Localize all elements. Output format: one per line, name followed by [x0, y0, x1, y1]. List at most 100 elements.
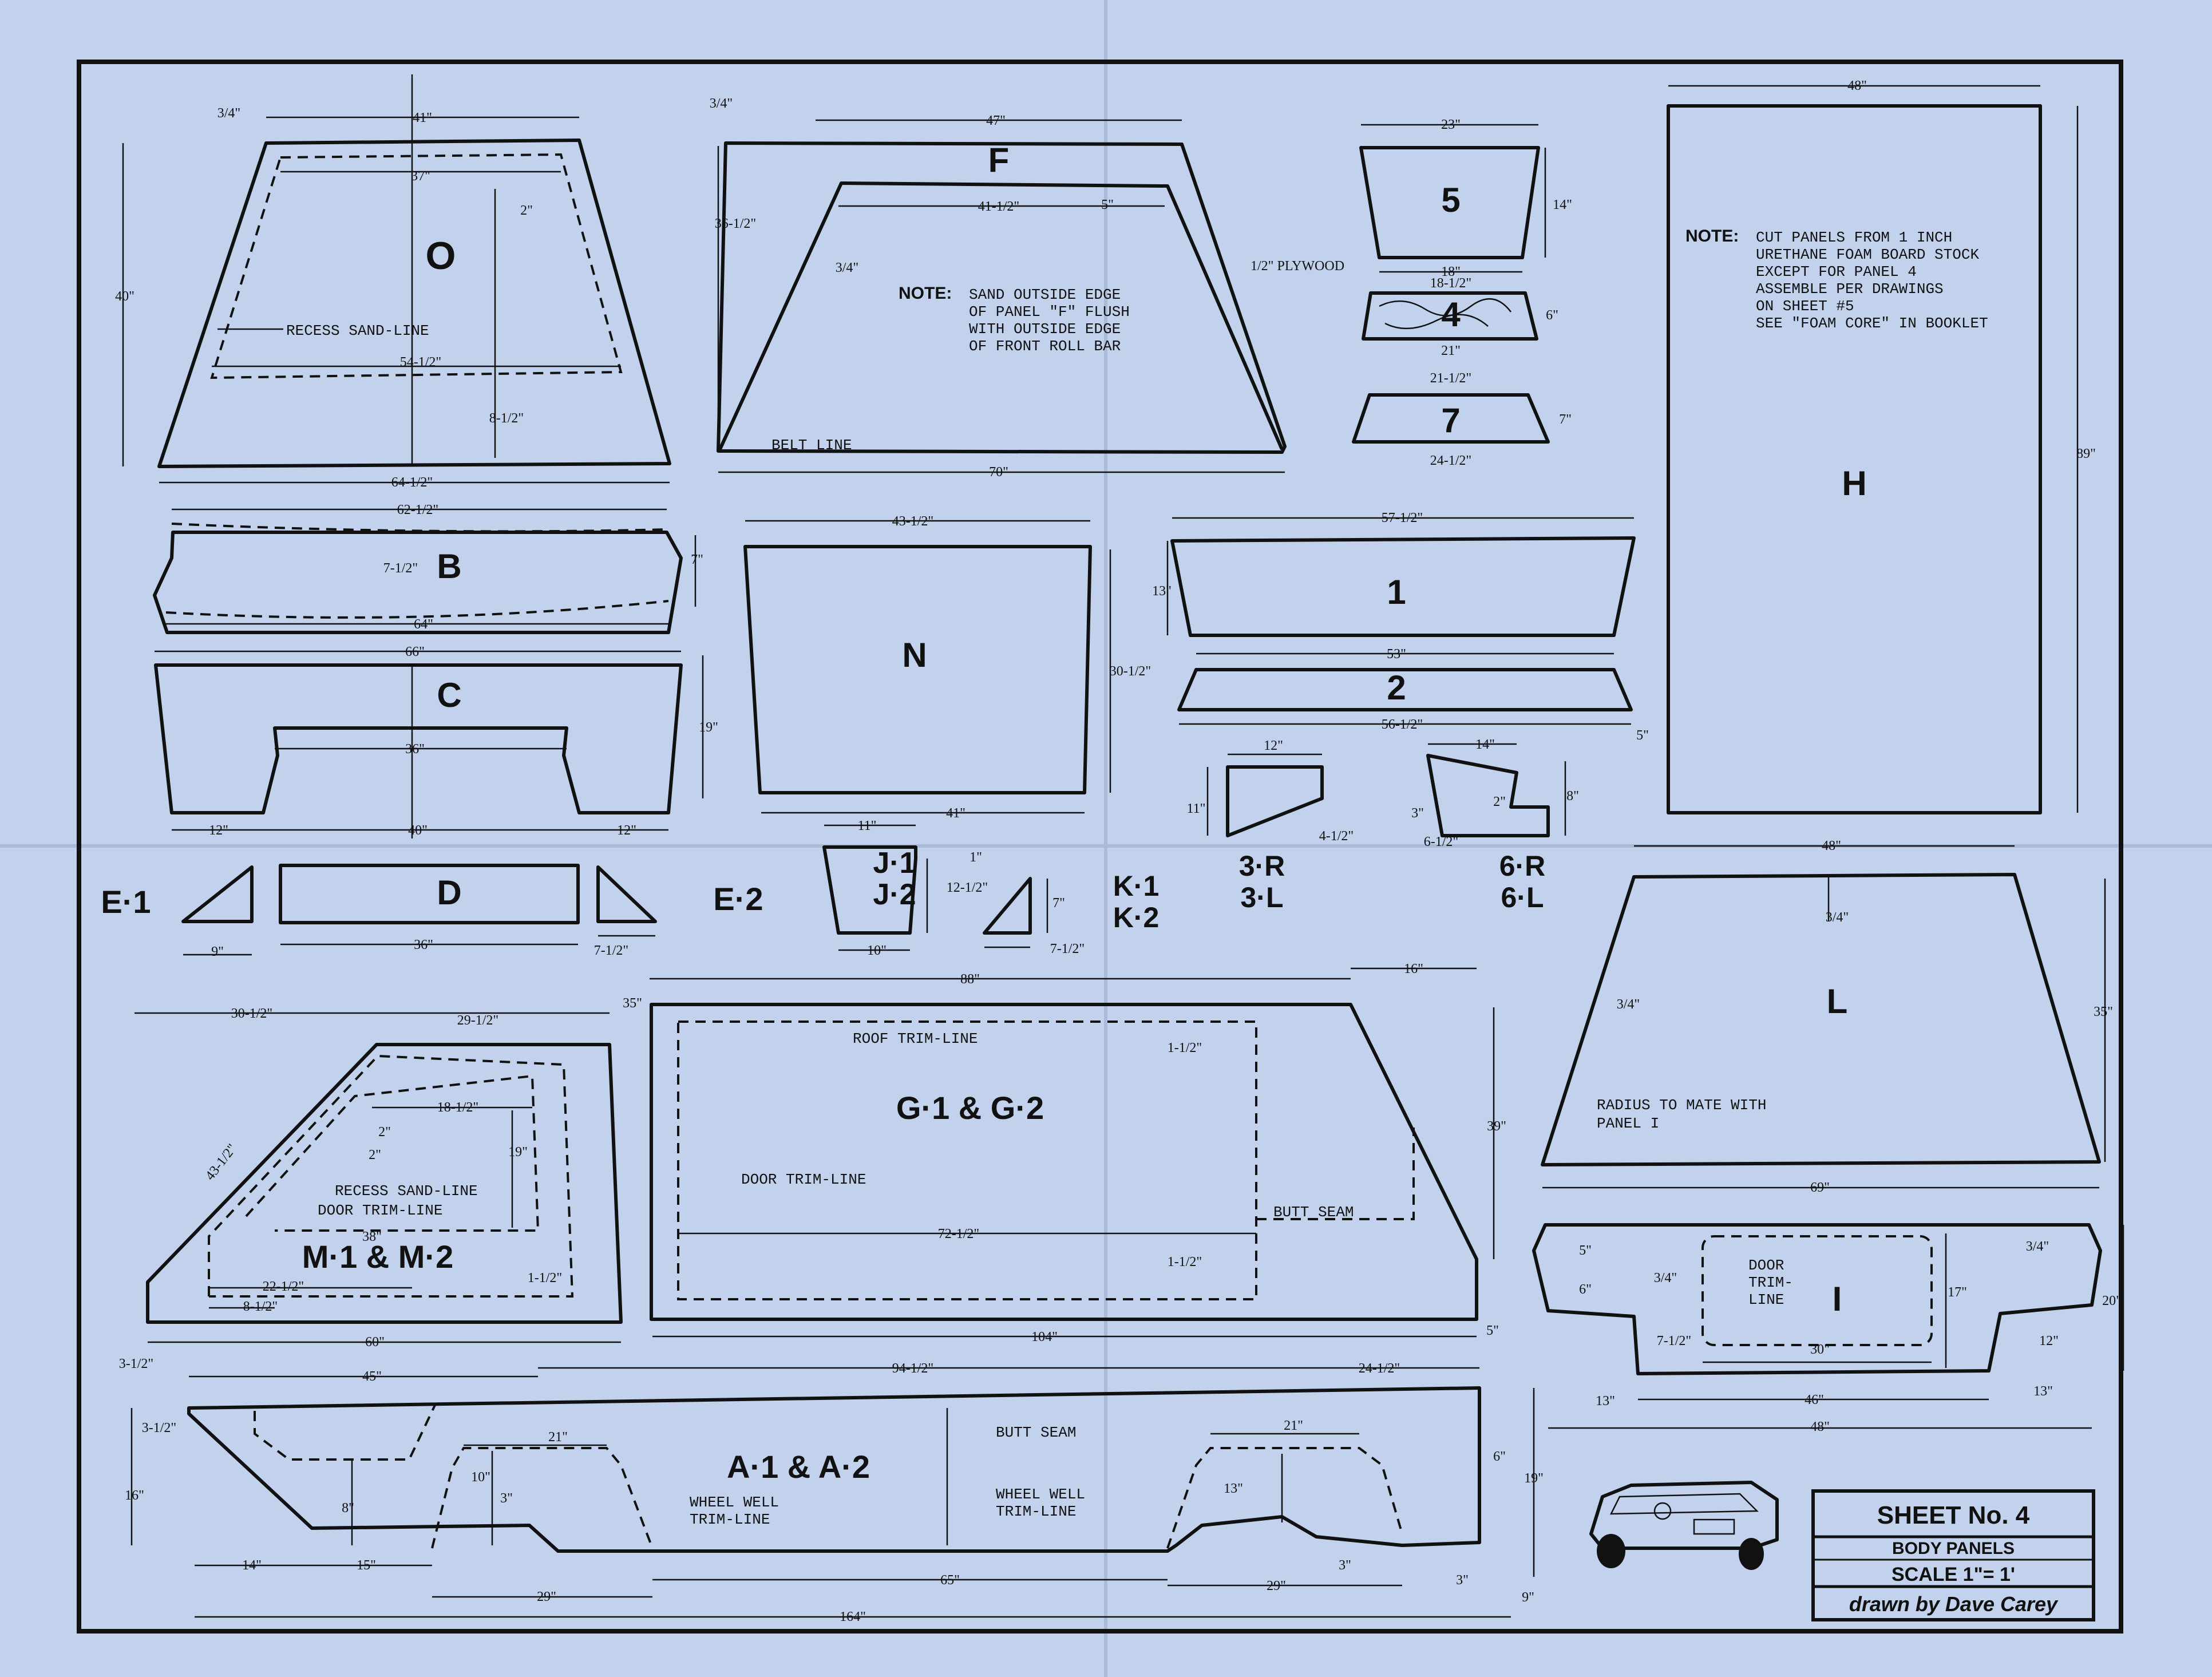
panel-k1-label: K·1 — [1113, 870, 1160, 902]
panel-d-label: D — [437, 873, 461, 912]
dim-i-30: 30" — [1810, 1342, 1830, 1357]
dim-a-945: 94-1/2" — [892, 1361, 933, 1376]
note-foam-line5: ON SHEET #5 — [1756, 298, 1854, 315]
dim-i-34a: 3/4" — [1654, 1271, 1677, 1286]
panel-j2-label: J·2 — [873, 878, 916, 911]
radius-callout-2: PANEL I — [1597, 1115, 1659, 1132]
panel-4-label: 4 — [1441, 295, 1461, 334]
dim-c-40: 40" — [408, 823, 428, 838]
dim-m-435: 43-1/2" — [203, 1141, 240, 1183]
panel-c-label: C — [437, 676, 461, 714]
panel-f-label: F — [988, 141, 1010, 179]
dim-i-13b: 13" — [2033, 1384, 2053, 1399]
dim-g-104: 104" — [1031, 1330, 1058, 1344]
panel-a: A·1 & A·2 45" 94-1/2" 24-1/2" 3-1/2" 16"… — [125, 1361, 1544, 1624]
dim-a-8: 8" — [342, 1501, 354, 1516]
dim-f-5: 5" — [1101, 197, 1114, 212]
dim-f-70: 70" — [989, 465, 1008, 480]
dim-r3-45: 4-1/2" — [1319, 829, 1354, 844]
dim-j-11: 11" — [858, 818, 877, 833]
dim-p2-565: 56-1/2" — [1382, 717, 1423, 732]
door-trim-i-3: LINE — [1748, 1291, 1784, 1308]
dim-p2-53: 53" — [1387, 647, 1406, 662]
dim-i-48: 48" — [1810, 1419, 1830, 1434]
dim-r3-12: 12" — [1264, 738, 1283, 753]
dim-k-75: 7-1/2" — [1050, 942, 1085, 956]
note-f-line2: OF PANEL "F" FLUSH — [969, 303, 1130, 321]
dim-o-top: 41" — [413, 110, 432, 125]
dim-i-5: 5" — [1579, 1243, 1592, 1258]
dim-b-64: 64" — [414, 617, 433, 632]
dim-g-15a: 1-1/2" — [1168, 1041, 1202, 1055]
dim-c-36: 36" — [405, 742, 425, 757]
dim-a-9: 9" — [1522, 1590, 1534, 1605]
panel-b-label: B — [437, 547, 461, 586]
panel-5-label: 5 — [1441, 181, 1460, 219]
panel-m: M·1 & M·2 30-1/2" 29-1/2" 18-1/2" 2" 2" … — [119, 1006, 623, 1371]
dim-n-305: 30-1/2" — [1110, 664, 1151, 679]
dim-a-16: 16" — [125, 1488, 144, 1503]
dim-p7-245: 24-1/2" — [1430, 453, 1471, 468]
dim-m-295: 29-1/2" — [457, 1013, 498, 1028]
dim-r6-2: 2" — [1493, 794, 1506, 809]
dim-g-15b: 1-1/2" — [1168, 1255, 1202, 1269]
panels-1-2: 1 2 57-1/2" 13" 53" 56-1/2" 5" — [1152, 511, 1649, 743]
dim-f-415: 41-1/2" — [978, 199, 1019, 214]
dim-b-75: 7-1/2" — [383, 561, 418, 576]
panel-e2-label: E·2 — [713, 881, 763, 917]
dim-l-34b: 3/4" — [1617, 997, 1640, 1012]
dim-a-21b: 21" — [1284, 1418, 1303, 1433]
dim-i-75: 7-1/2" — [1657, 1334, 1691, 1348]
dim-l-48: 48" — [1822, 838, 1841, 853]
dim-a-10: 10" — [471, 1470, 490, 1485]
panel-a-label: A·1 & A·2 — [727, 1449, 870, 1485]
panel-n-label: N — [902, 636, 927, 674]
dim-m-19: 19" — [508, 1145, 528, 1160]
door-trim-i-2: TRIM- — [1748, 1274, 1793, 1291]
dim-o-545: 54-1/2" — [400, 355, 441, 370]
panel-l: L 48" 3/4" 3/4" 35" 69" RADIUS TO MATE W… — [1541, 838, 2113, 1195]
dim-p4-21: 21" — [1441, 343, 1461, 358]
dim-n-435: 43-1/2" — [892, 514, 933, 529]
dim-i-13a: 13" — [1596, 1394, 1615, 1409]
panel-g-label: G·1 & G·2 — [896, 1090, 1044, 1126]
title-block: SHEET No. 4 BODY PANELS SCALE 1"= 1' dra… — [1811, 1489, 2095, 1621]
dim-e-75: 7-1/2" — [594, 943, 628, 958]
dim-h-48: 48" — [1847, 78, 1867, 93]
dim-o-3q: 3/4" — [217, 106, 240, 121]
dim-m-60: 60" — [365, 1335, 385, 1350]
dim-b-625: 62-1/2" — [397, 503, 438, 517]
dim-o-85: 8-1/2" — [489, 411, 524, 426]
sheet-author: drawn by Dave Carey — [1849, 1592, 2059, 1616]
dim-m-2b: 2" — [369, 1148, 381, 1162]
panel-3l-label: 3·L — [1241, 881, 1284, 913]
dim-j-10: 10" — [867, 943, 887, 958]
dim-i-17: 17" — [1948, 1285, 1967, 1300]
dim-r3-11: 11" — [1187, 801, 1206, 816]
panels-d-e: E·1 D E·2 9" 36" 7-1/2" — [101, 864, 763, 959]
dim-p5-18: 18" — [1441, 264, 1461, 279]
panel-k2-label: K·2 — [1113, 901, 1160, 934]
dim-g-39: 39" — [1487, 1119, 1506, 1134]
panel-h-label: H — [1842, 464, 1866, 503]
dim-g-16: 16" — [1404, 962, 1423, 976]
dim-r6-3: 3" — [1411, 806, 1424, 821]
dim-g-35: 35" — [623, 996, 642, 1011]
note-foam-line2: URETHANE FOAM BOARD STOCK — [1756, 246, 1979, 263]
butt-seam-a: BUTT SEAM — [996, 1424, 1076, 1441]
panel-l-label: L — [1827, 982, 1848, 1021]
dim-i-6: 6" — [1579, 1282, 1592, 1297]
panel-b: B 62-1/2" 7-1/2" 7" 64" 66" — [153, 503, 703, 659]
dim-f-365: 36-1/2" — [715, 216, 756, 231]
dim-a-29a: 29" — [537, 1589, 556, 1604]
dim-p7-7: 7" — [1559, 412, 1572, 427]
dim-p1-13: 13" — [1152, 584, 1172, 599]
dim-a-3c: 3" — [1456, 1573, 1469, 1588]
panel-i: I 5" 6" 3/4" 3/4" 17" 20" 7-1/2" 30" 12"… — [1532, 1223, 2124, 1434]
panels-5-4-7: 5 4 7 23" 14" 18" 18-1/2" 6" 21" 21-1/2"… — [1251, 117, 1572, 468]
dim-i-12: 12" — [2039, 1334, 2059, 1348]
dim-m-225: 22-1/2" — [263, 1279, 304, 1294]
dim-g-5: 5" — [1486, 1323, 1499, 1338]
